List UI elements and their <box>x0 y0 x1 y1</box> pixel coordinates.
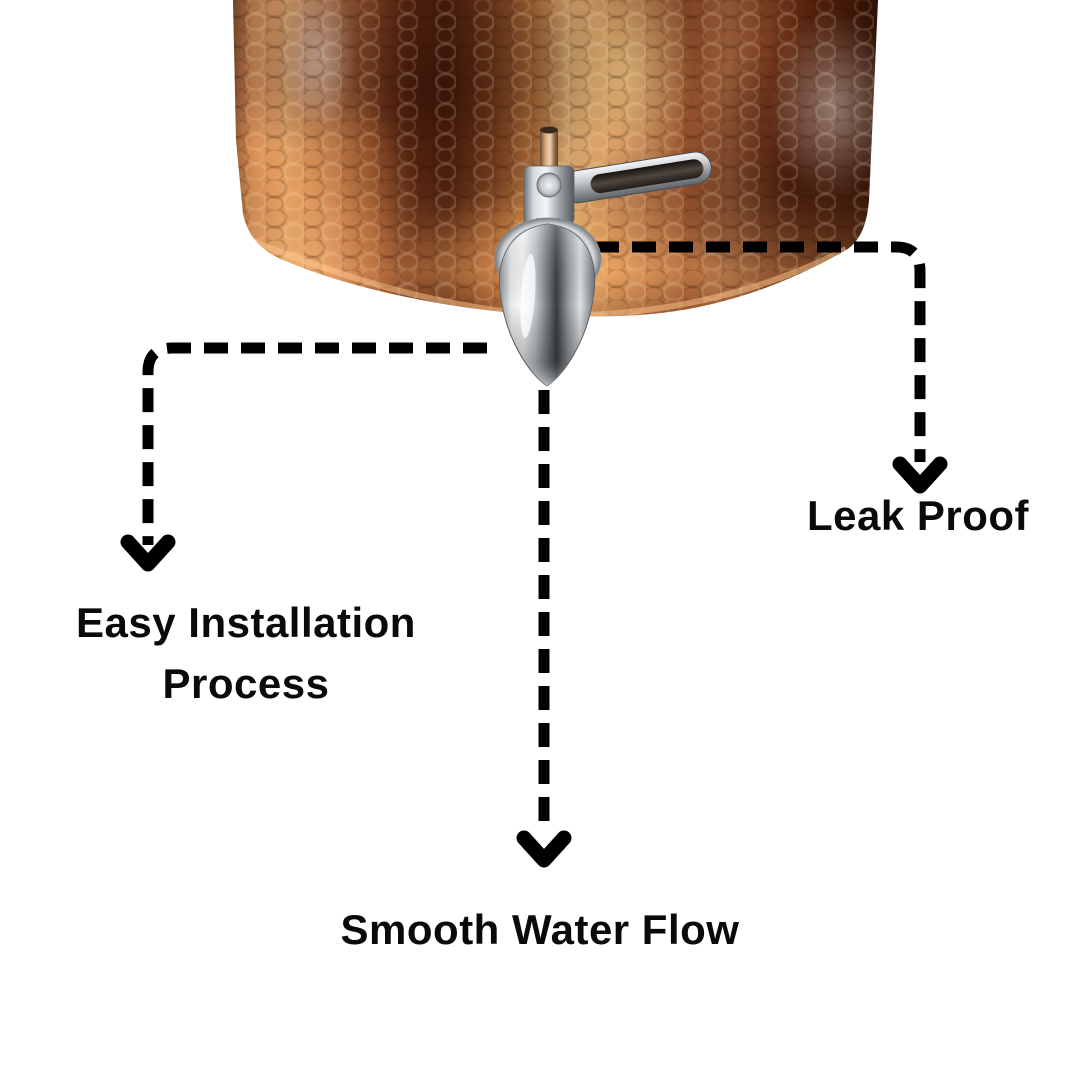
dashed-line <box>595 241 926 462</box>
tap-spout-highlight <box>520 254 536 338</box>
tap-stem-opening <box>540 126 558 134</box>
tap-screw <box>536 172 562 198</box>
tap-spigot <box>494 126 712 387</box>
arrow-leak-proof <box>595 241 948 494</box>
arrow-easy-installation <box>120 342 487 572</box>
annotation-label-line: Process <box>162 660 330 707</box>
tap-handle-inset <box>590 159 704 194</box>
arrow-smooth-water-flow <box>516 390 572 868</box>
annotation-leak-proof-label: Leak Proof <box>806 492 1030 539</box>
tap-stem <box>540 128 558 172</box>
arrowhead-down-icon <box>516 830 572 868</box>
arrowhead-down-icon <box>120 534 176 572</box>
dashed-line <box>142 342 487 545</box>
arrowhead-down-icon <box>892 456 948 494</box>
tap-spout-shading <box>499 224 595 386</box>
annotation-label-line: Easy Installation <box>76 599 416 646</box>
annotation-smooth-water-flow-label: Smooth Water Flow <box>340 906 740 953</box>
annotation-easy-installation-label: Easy Installation Process <box>46 592 446 714</box>
